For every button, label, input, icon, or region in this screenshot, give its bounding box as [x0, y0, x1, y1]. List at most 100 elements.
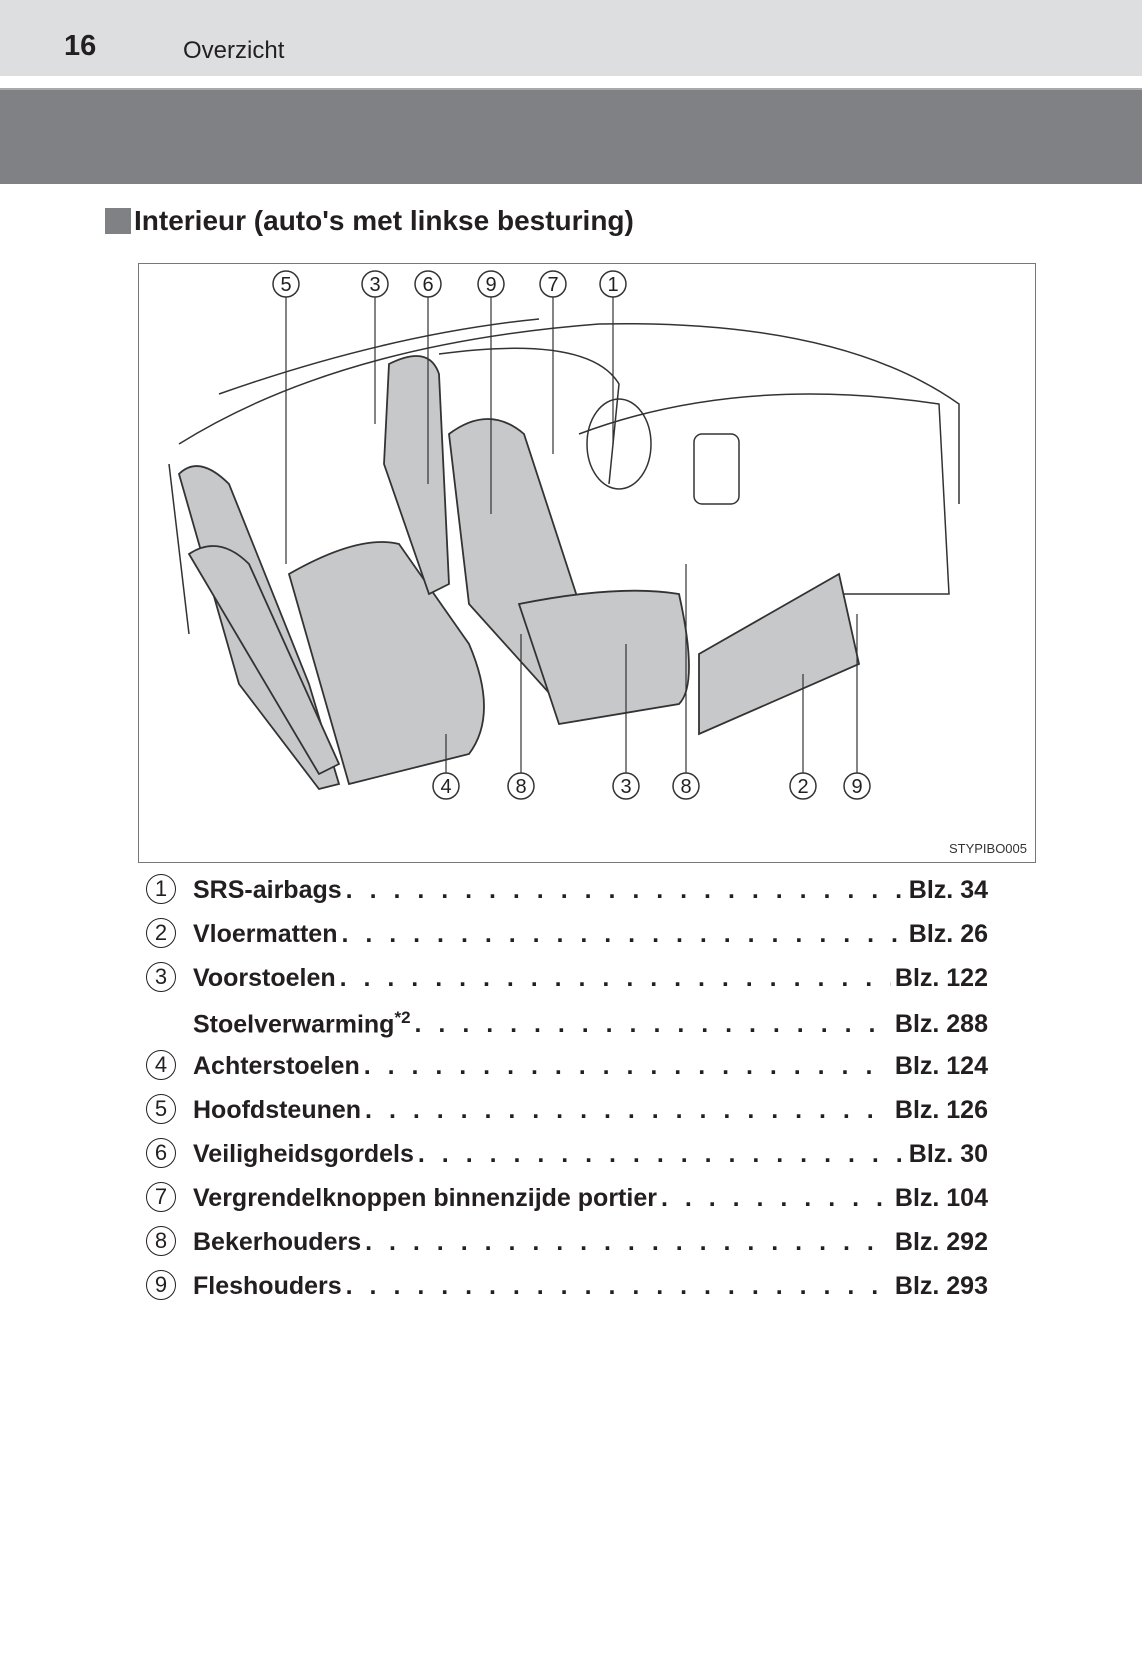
callout-circle [539, 270, 567, 298]
item-label-text: Bekerhouders [193, 1228, 362, 1256]
footnote-marker: *2 [394, 1008, 411, 1027]
dot-leader [340, 964, 891, 993]
list-item: 6 Veiligheidsgordels Blz. 30 [146, 1138, 988, 1184]
list-item: 4 Achterstoelen Blz. 124 [146, 1050, 988, 1096]
item-label: Hoofdsteunen [193, 1096, 361, 1125]
item-number: 1 [146, 874, 193, 906]
callout-number: 4 [440, 776, 451, 798]
callout-circle [361, 270, 389, 298]
dot-leader [341, 920, 904, 949]
page-title: Interieur (auto's met linkse besturing) [105, 205, 634, 237]
callout-circle [507, 772, 535, 800]
square-bullet-icon [105, 208, 131, 234]
callout-number: 9 [485, 274, 496, 296]
item-label-text: Voorstoelen [193, 964, 336, 992]
item-label: SRS-airbags [193, 876, 342, 905]
item-number: 4 [146, 1050, 193, 1082]
item-number-circle: 6 [146, 1138, 176, 1168]
page-reference[interactable]: Blz. 26 [908, 920, 988, 948]
callout-number: 1 [607, 274, 618, 296]
item-number-circle: 5 [146, 1094, 176, 1124]
page-reference[interactable]: Blz. 34 [908, 876, 988, 904]
item-label-text: Achterstoelen [193, 1052, 360, 1080]
callout-number: 2 [797, 776, 808, 798]
item-label: Veiligheidsgordels [193, 1140, 414, 1169]
item-number-circle: 8 [146, 1226, 176, 1256]
dot-leader [346, 876, 905, 905]
item-label: Voorstoelen [193, 964, 336, 993]
dot-leader [415, 1010, 891, 1039]
header-band [0, 88, 1142, 184]
dot-leader [418, 1140, 905, 1169]
callout-number: 8 [515, 776, 526, 798]
item-label-text: Veiligheidsgordels [193, 1140, 414, 1168]
page-reference[interactable]: Blz. 126 [894, 1096, 988, 1124]
item-list: 1 SRS-airbags Blz. 342 Vloermatten Blz. … [146, 874, 988, 1316]
item-label: Bekerhouders [193, 1228, 361, 1257]
figure-code: STYPIBO005 [948, 841, 1027, 856]
dot-leader [364, 1052, 891, 1081]
list-item: 1 SRS-airbags Blz. 34 [146, 874, 988, 920]
item-label: Fleshouders [193, 1272, 342, 1301]
list-item: Stoelverwarming*2 Blz. 288 [146, 1008, 988, 1052]
item-label: Vloermatten [193, 920, 337, 949]
item-label: Achterstoelen [193, 1052, 360, 1081]
callout-number: 9 [851, 776, 862, 798]
item-label-text: Vloermatten [193, 920, 338, 948]
callout-number: 6 [422, 274, 433, 296]
dot-leader [661, 1184, 891, 1213]
item-number: 9 [146, 1270, 193, 1302]
callout-circle [612, 772, 640, 800]
callout-number: 5 [280, 274, 291, 296]
item-number-circle: 4 [146, 1050, 176, 1080]
callout-circle [414, 270, 442, 298]
item-label-text: Hoofdsteunen [193, 1096, 362, 1124]
item-number: 7 [146, 1182, 193, 1214]
item-label-text: Vergrendelknoppen binnenzijde portier [193, 1184, 657, 1212]
page-number: 16 [64, 30, 97, 62]
item-label-text: Fleshouders [193, 1272, 342, 1300]
page-reference[interactable]: Blz. 30 [908, 1140, 988, 1168]
callout-circle [672, 772, 700, 800]
callout-circle [432, 772, 460, 800]
item-number: 5 [146, 1094, 193, 1126]
callout-circle [599, 270, 627, 298]
item-number: 8 [146, 1226, 193, 1258]
page-reference[interactable]: Blz. 122 [894, 964, 988, 992]
page-reference[interactable]: Blz. 124 [894, 1052, 988, 1080]
dot-leader [346, 1272, 891, 1301]
page-reference[interactable]: Blz. 293 [894, 1272, 988, 1300]
section-title: Overzicht [183, 37, 285, 64]
page-reference[interactable]: Blz. 292 [894, 1228, 988, 1256]
list-item: 7 Vergrendelknoppen binnenzijde portier … [146, 1182, 988, 1228]
item-number-circle: 3 [146, 962, 176, 992]
dot-leader [365, 1096, 891, 1125]
item-number: 6 [146, 1138, 193, 1170]
callout-number: 8 [680, 776, 691, 798]
callout-circle [843, 772, 871, 800]
page-reference[interactable]: Blz. 104 [894, 1184, 988, 1212]
title-text: Interieur (auto's met linkse besturing) [134, 205, 634, 236]
item-number: 3 [146, 962, 193, 994]
list-item: 3 Voorstoelen Blz. 122 [146, 962, 988, 1008]
item-number-circle: 7 [146, 1182, 176, 1212]
item-number-circle: 2 [146, 918, 176, 948]
item-label: Vergrendelknoppen binnenzijde portier [193, 1184, 657, 1213]
callout-circle [272, 270, 300, 298]
callout-circle [789, 772, 817, 800]
item-number: 2 [146, 918, 193, 950]
item-label: Stoelverwarming*2 [193, 1008, 411, 1039]
callout-circle [477, 270, 505, 298]
list-item: 2 Vloermatten Blz. 26 [146, 918, 988, 964]
callout-number: 3 [369, 274, 380, 296]
dot-leader [365, 1228, 891, 1257]
item-number-circle: 1 [146, 874, 176, 904]
item-label-text: Stoelverwarming [193, 1010, 395, 1039]
page-reference[interactable]: Blz. 288 [894, 1010, 988, 1039]
list-item: 5 Hoofdsteunen Blz. 126 [146, 1094, 988, 1140]
item-label-text: SRS-airbags [193, 876, 342, 904]
callout-number: 3 [620, 776, 631, 798]
